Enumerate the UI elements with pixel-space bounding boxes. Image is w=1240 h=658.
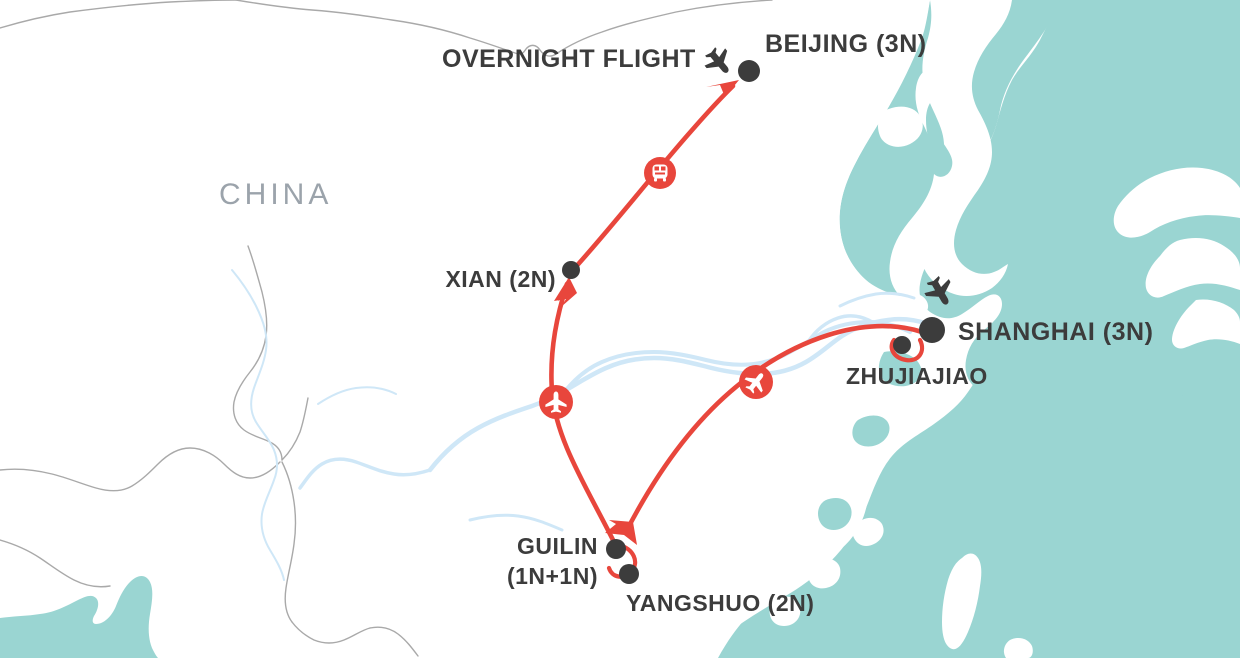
map-labels: CHINA OVERNIGHT FLIGHT BEIJING (3N) XIAN… xyxy=(219,30,1153,616)
route-mode-icons xyxy=(539,157,773,419)
city-label-beijing: BEIJING (3N) xyxy=(765,30,927,58)
coast-jag-1 xyxy=(901,293,929,319)
route-icon-train[interactable] xyxy=(644,157,676,189)
route-arrowheads xyxy=(554,80,739,545)
city-dots xyxy=(562,60,945,584)
city-label-guilin-nights: (1N+1N) xyxy=(507,563,598,589)
border-south-1 xyxy=(281,461,297,623)
train-icon xyxy=(652,164,668,182)
city-dot-xian[interactable] xyxy=(562,261,580,279)
route-icon-plane-guilin-xian[interactable] xyxy=(539,385,573,419)
yellow-river xyxy=(838,291,916,308)
city-label-yangshuo: YANGSHUO (2N) xyxy=(626,590,814,616)
western-river xyxy=(231,269,285,581)
airport-marker-beijing xyxy=(704,47,729,73)
city-dot-zhujiajiao[interactable] xyxy=(893,336,911,354)
coast-jag-4 xyxy=(769,596,801,626)
yangtze-north-branch xyxy=(564,350,792,392)
border-indochina xyxy=(369,626,419,657)
coast-notch-1 xyxy=(852,415,890,447)
yangtze-upper xyxy=(298,457,432,490)
border-west xyxy=(232,245,283,461)
plane-icon xyxy=(744,373,764,394)
city-label-zhujiajiao: ZHUJIAJIAO xyxy=(846,363,988,389)
border-southwest-1 xyxy=(0,447,281,492)
city-label-xian: XIAN (2N) xyxy=(445,266,556,292)
city-dot-beijing[interactable] xyxy=(738,60,760,82)
southwest-water xyxy=(0,576,158,658)
country-borders xyxy=(0,0,773,657)
small-island-south xyxy=(1003,638,1033,658)
route-shanghai-zhujiajiao xyxy=(889,337,925,363)
coast-notch-2 xyxy=(818,498,852,530)
arrow-to-guilin xyxy=(605,520,637,545)
route-icon-plane-shanghai-guilin[interactable] xyxy=(739,365,773,399)
korea-landmass xyxy=(918,0,1012,296)
east-china-sea xyxy=(919,0,1240,414)
arrow-to-xian-head xyxy=(554,277,577,307)
japan-island-3 xyxy=(1172,299,1240,349)
border-southwest-2 xyxy=(281,397,309,461)
country-label-china: CHINA xyxy=(219,178,332,211)
border-north xyxy=(235,0,773,57)
shandong-peninsula xyxy=(878,106,923,147)
japan-island-2 xyxy=(1145,238,1240,298)
city-label-guilin: GUILIN xyxy=(517,533,598,559)
taiwan-island xyxy=(942,553,982,650)
city-dot-yangshuo[interactable] xyxy=(619,564,639,584)
bay-of-bengal-corner xyxy=(0,576,158,658)
north-river xyxy=(317,386,397,405)
airport-markers xyxy=(704,47,951,305)
airplane-arrival-icon xyxy=(704,47,729,73)
airplane-arrival-icon xyxy=(924,276,951,305)
city-dot-shanghai[interactable] xyxy=(919,317,945,343)
city-label-shanghai: SHANGHAI (3N) xyxy=(958,318,1153,346)
border-northwest xyxy=(0,0,237,29)
japan-kyushu xyxy=(1113,167,1240,238)
border-south-2 xyxy=(291,621,371,644)
southwest-sea-edge xyxy=(0,646,120,658)
airport-marker-shanghai xyxy=(924,276,951,305)
note-overnight-flight: OVERNIGHT FLIGHT xyxy=(442,45,696,73)
coast-jag-3 xyxy=(808,558,841,589)
border-left-lower xyxy=(0,539,111,588)
korea-west-inlet xyxy=(929,140,953,177)
city-dot-guilin[interactable] xyxy=(606,539,626,559)
yangtze-river xyxy=(427,316,931,473)
land-layer xyxy=(918,0,1240,658)
mainland-coast xyxy=(0,0,930,658)
plane-icon xyxy=(545,391,567,413)
coast-jag-2 xyxy=(852,517,884,546)
pearl-river xyxy=(468,513,564,532)
river-tributary-1 xyxy=(806,314,874,344)
arrow-to-beijing xyxy=(706,80,739,97)
route-shanghai-guilin xyxy=(625,323,925,531)
china-east-coast xyxy=(0,0,930,658)
